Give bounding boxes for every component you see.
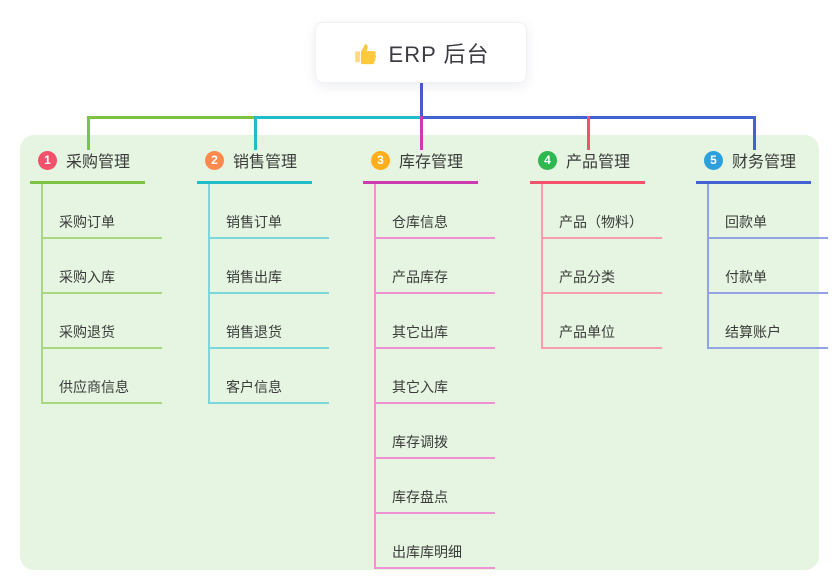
branch-node[interactable]: 5 财务管理 xyxy=(696,148,811,184)
branch-drop-line xyxy=(587,116,590,150)
branch-column: 4 产品管理产品（物料）产品分类产品单位 xyxy=(530,148,662,349)
branch-drop-line xyxy=(753,116,756,150)
root-node-label: ERP 后台 xyxy=(388,41,490,67)
child-node[interactable]: 其它出库 xyxy=(376,294,495,349)
child-node[interactable]: 采购订单 xyxy=(43,184,162,239)
child-node[interactable]: 销售订单 xyxy=(210,184,329,239)
branch-number-badge: 3 xyxy=(371,150,390,170)
branch-children: 产品（物料）产品分类产品单位 xyxy=(541,184,662,349)
branch-node[interactable]: 3 库存管理 xyxy=(363,148,478,184)
child-node[interactable]: 产品（物料） xyxy=(543,184,662,239)
child-node[interactable]: 销售退货 xyxy=(210,294,329,349)
child-node[interactable]: 回款单 xyxy=(709,184,828,239)
child-node[interactable]: 其它入库 xyxy=(376,349,495,404)
root-node[interactable]: ERP 后台 xyxy=(315,22,527,83)
child-node[interactable]: 供应商信息 xyxy=(43,349,162,404)
branch-node[interactable]: 4 产品管理 xyxy=(530,148,645,184)
branch-node-label: 销售管理 xyxy=(233,154,298,171)
branch-node-label: 库存管理 xyxy=(399,154,464,171)
branch-node-label: 采购管理 xyxy=(66,154,131,171)
branch-children: 回款单付款单结算账户 xyxy=(707,184,828,349)
child-node[interactable]: 产品分类 xyxy=(543,239,662,294)
branch-number-badge: 4 xyxy=(538,150,557,170)
branch-node[interactable]: 2 销售管理 xyxy=(197,148,312,184)
branch-node-label: 产品管理 xyxy=(566,154,631,171)
child-node[interactable]: 采购入库 xyxy=(43,239,162,294)
branch-drop-line xyxy=(254,116,257,150)
branch-column: 3 库存管理仓库信息产品库存其它出库其它入库库存调拨库存盘点出库库明细 xyxy=(363,148,495,569)
child-node[interactable]: 客户信息 xyxy=(210,349,329,404)
branch-number-badge: 2 xyxy=(205,150,224,170)
bus-segment-2 xyxy=(254,116,420,119)
branch-children: 采购订单采购入库采购退货供应商信息 xyxy=(41,184,162,404)
branch-drop-line xyxy=(87,116,90,150)
child-node[interactable]: 产品库存 xyxy=(376,239,495,294)
branch-number-badge: 1 xyxy=(38,150,57,170)
branch-drop-line xyxy=(420,116,423,150)
branches-panel xyxy=(20,135,819,570)
child-node[interactable]: 仓库信息 xyxy=(376,184,495,239)
child-node[interactable]: 销售出库 xyxy=(210,239,329,294)
branch-column: 5 财务管理回款单付款单结算账户 xyxy=(696,148,828,349)
child-node[interactable]: 出库库明细 xyxy=(376,514,495,569)
branch-column: 1 采购管理采购订单采购入库采购退货供应商信息 xyxy=(30,148,162,404)
branch-node-label: 财务管理 xyxy=(732,154,797,171)
child-node[interactable]: 库存盘点 xyxy=(376,459,495,514)
branch-number-badge: 5 xyxy=(704,150,723,170)
bus-segment-1 xyxy=(87,116,254,119)
root-connector-line xyxy=(420,81,423,116)
branch-children: 仓库信息产品库存其它出库其它入库库存调拨库存盘点出库库明细 xyxy=(374,184,495,569)
child-node[interactable]: 结算账户 xyxy=(709,294,828,349)
branch-children: 销售订单销售出库销售退货客户信息 xyxy=(208,184,329,404)
child-node[interactable]: 采购退货 xyxy=(43,294,162,349)
thumbs-up-icon xyxy=(353,40,379,66)
child-node[interactable]: 库存调拨 xyxy=(376,404,495,459)
branch-node[interactable]: 1 采购管理 xyxy=(30,148,145,184)
branch-column: 2 销售管理销售订单销售出库销售退货客户信息 xyxy=(197,148,329,404)
child-node[interactable]: 产品单位 xyxy=(543,294,662,349)
child-node[interactable]: 付款单 xyxy=(709,239,828,294)
